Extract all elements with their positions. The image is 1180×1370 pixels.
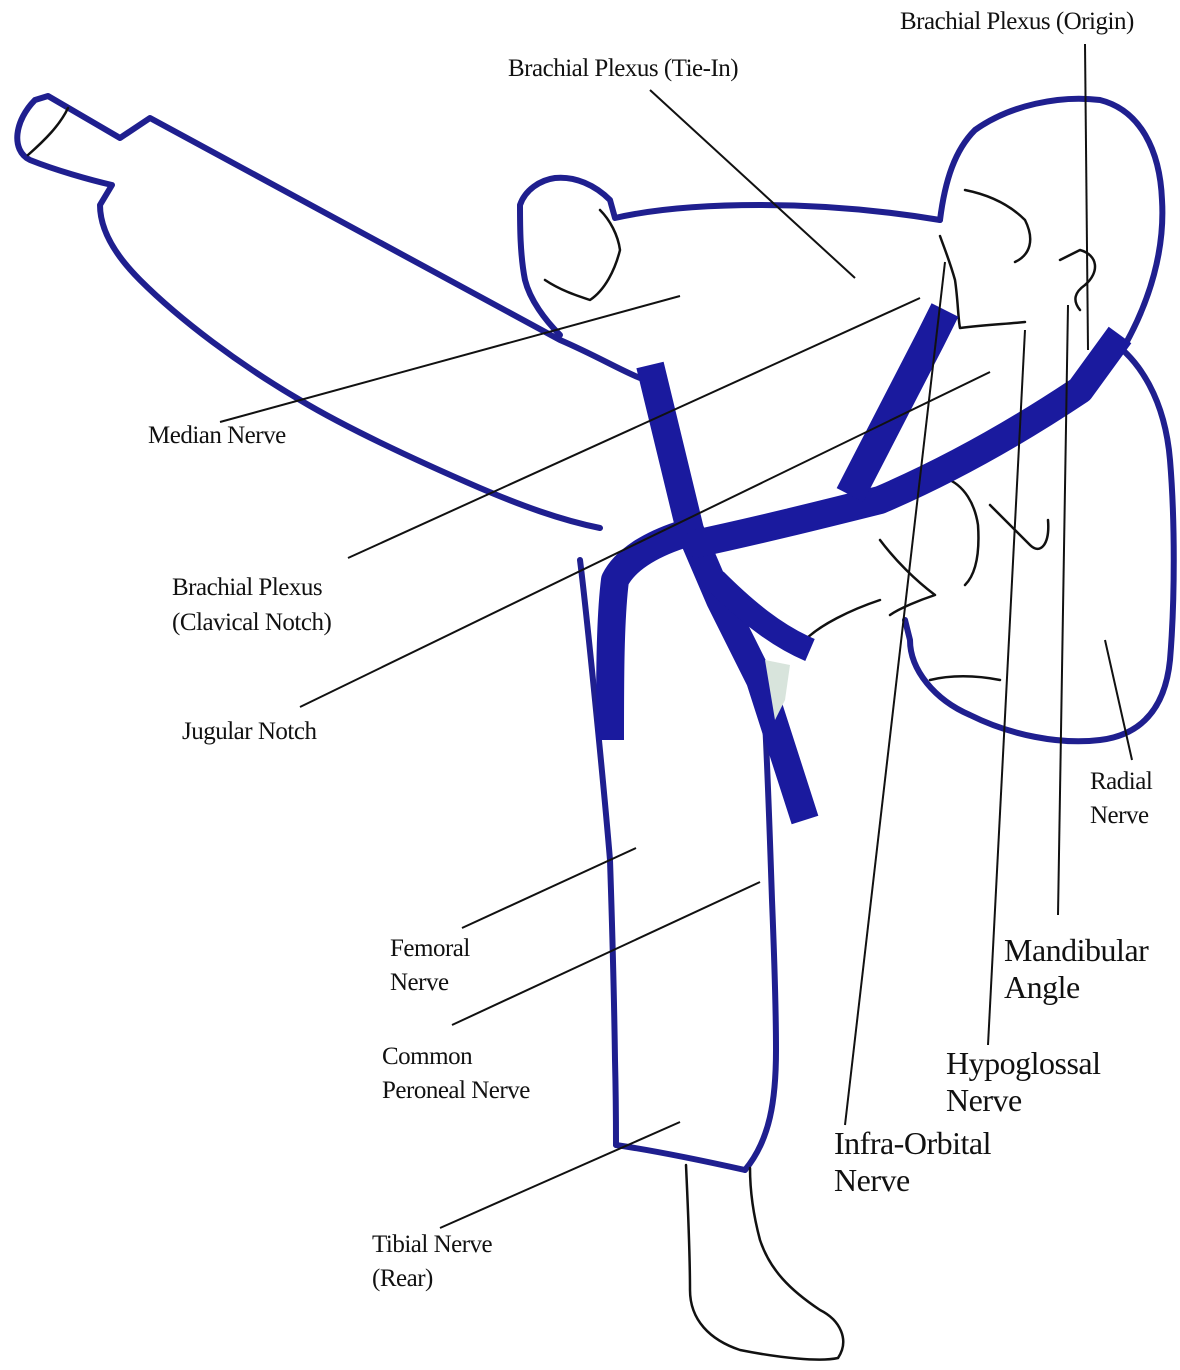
leader-median — [220, 296, 680, 422]
leader-tibial — [440, 1122, 680, 1228]
label-infra-orbital-nerve: Infra-Orbital Nerve — [834, 1125, 991, 1199]
label-mandibular-angle: Mandibular Angle — [1004, 932, 1148, 1006]
leader-brachial-origin — [1085, 44, 1088, 350]
label-brachial-plexus-origin: Brachial Plexus (Origin) — [900, 8, 1134, 37]
label-radial-nerve: Radial Nerve — [1090, 765, 1152, 833]
label-brachial-plexus-clavical-notch: Brachial Plexus (Clavical Notch) — [172, 570, 331, 640]
leader-peroneal — [452, 882, 760, 1025]
leader-radial — [1105, 640, 1132, 760]
label-common-peroneal-nerve: Common Peroneal Nerve — [382, 1040, 530, 1108]
label-hypoglossal-nerve: Hypoglossal Nerve — [946, 1045, 1101, 1119]
label-brachial-plexus-tiein: Brachial Plexus (Tie-In) — [508, 55, 738, 84]
belt — [610, 310, 1120, 820]
leader-brachial-tiein — [650, 90, 855, 278]
label-femoral-nerve: Femoral Nerve — [390, 932, 470, 1000]
label-tibial-nerve: Tibial Nerve (Rear) — [372, 1228, 492, 1296]
label-jugular-notch: Jugular Notch — [182, 718, 316, 747]
label-median-nerve: Median Nerve — [148, 422, 286, 451]
